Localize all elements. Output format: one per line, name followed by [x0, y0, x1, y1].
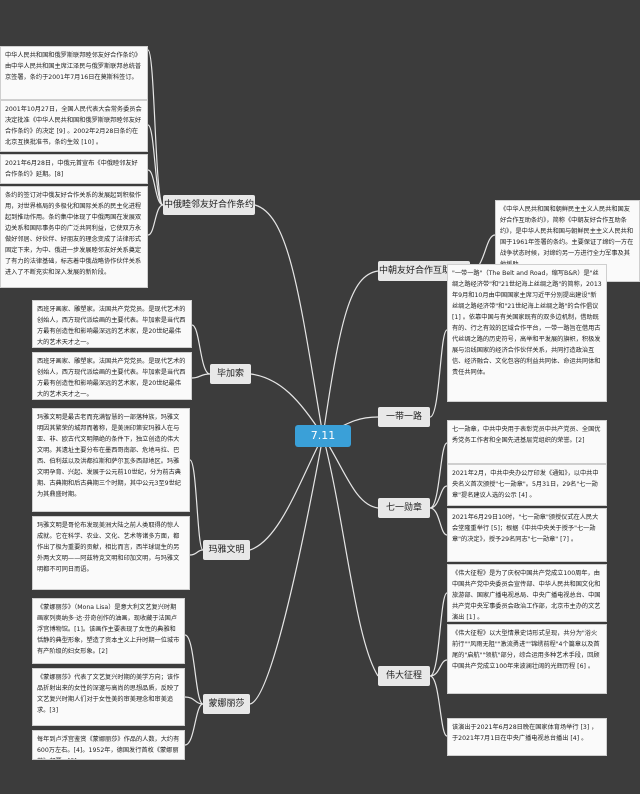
note-medal-3: 2021年6月29日10时，"七一勋章"颁授仪式在人民大会堂隆重举行 [5]；根… [447, 508, 607, 562]
note-mona-lisa-1: 《蒙娜丽莎》（Mona Lisa）是意大利文艺复兴时期画家列奥纳多·达·芬奇创作… [32, 598, 185, 664]
sub-belt [429, 329, 448, 418]
sub-mona [184, 634, 204, 746]
note-medal-1: 七一勋章，中共中央用于表彰党员中共产党员、全国优秀党务工作者和全国先进基层党组织… [447, 420, 607, 464]
topic-belt-and-road[interactable]: 一带一路 [378, 407, 430, 427]
sub-march [429, 592, 448, 737]
central-topic[interactable]: 7.11 [295, 425, 351, 447]
note-treaty-extension: 2021年6月28日，中俄元首宣布《中俄睦邻友好合作条约》延期。[8] [0, 154, 148, 184]
note-mona-lisa-3: 每年到卢浮宫鉴赏《蒙娜丽莎》作品的人数，大约有600万左右。[4]。1952年，… [32, 730, 185, 760]
note-treaty-significance: 条约的签订对中俄友好合作关系的发展起到积极作用，对世界格局的多极化和国际关系的民… [0, 186, 148, 288]
note-mona-lisa-2: 《蒙娜丽莎》代表了文艺复兴时期的美学方向；该作品折射出来的女性的深邃与高尚的思想… [32, 668, 185, 726]
sub-treaty [147, 49, 164, 236]
note-maya-1: 玛雅文明是最古老而充满智慧的一部落种族，玛雅文明因其繁荣的城邦而著称，是美洲印第… [32, 408, 190, 512]
note-great-journey-3: 该演出于2021年6月28日晚在国家体育场举行 [3] ，于2021年7月1日在… [447, 718, 607, 756]
link-treaty [254, 204, 324, 437]
sub-medal [429, 442, 448, 536]
topic-great-journey[interactable]: 伟大征程 [378, 666, 430, 686]
note-treaty-ratification: 2001年10月27日，全国人民代表大会常务委员会决定批准《中华人民共和国和俄罗… [0, 100, 148, 152]
topic-mona-lisa[interactable]: 蒙娜丽莎 [203, 694, 250, 714]
note-picasso-2: 西班牙画家、雕塑家。法国共产党党员。是现代艺术的创始人，西方现代派绘画的主要代表… [32, 352, 192, 400]
note-belt-and-road: "一带一路"（The Belt and Road，缩写B&R）是"丝绸之路经济带… [447, 264, 607, 402]
link-maya [249, 435, 324, 551]
note-medal-2: 2021年2月，中共中央办公厅印发《通知》，以中共中央名义首次颁授"七一勋章"。… [447, 464, 607, 506]
topic-maya[interactable]: 玛雅文明 [203, 540, 250, 560]
note-maya-2: 玛雅文明是哥伦布发现美洲大陆之前人类取得的惊人成就。它在科学、农业、文化、艺术等… [32, 516, 190, 590]
sub-maya [189, 459, 204, 556]
note-great-journey-1: 《伟大征程》是为了庆祝中国共产党成立100周年，由中国共产党中央委员会宣传部、中… [447, 564, 607, 622]
note-picasso-1: 西班牙画家、雕塑家。法国共产党党员。是现代艺术的创始人，西方现代派绘画的主要代表… [32, 300, 192, 348]
note-great-journey-2: 《伟大征程》以大型情景史诗形式呈现，共分为"浴火前行""风雨无阻""激流勇进""… [447, 624, 607, 694]
link-march [322, 435, 379, 677]
note-treaty-signing: 中华人民共和国和俄罗斯联邦睦邻友好合作条约》由中华人民共和国主席江泽民与俄罗斯联… [0, 46, 148, 100]
topic-picasso[interactable]: 毕加索 [210, 364, 251, 384]
sub-bijia [191, 324, 211, 379]
topic-sino-russian-treaty[interactable]: 中俄睦邻友好合作条约 [163, 195, 255, 215]
link-mona [249, 435, 324, 705]
link-nk [322, 270, 379, 437]
topic-july-first-medal[interactable]: 七一勋章 [378, 498, 430, 518]
